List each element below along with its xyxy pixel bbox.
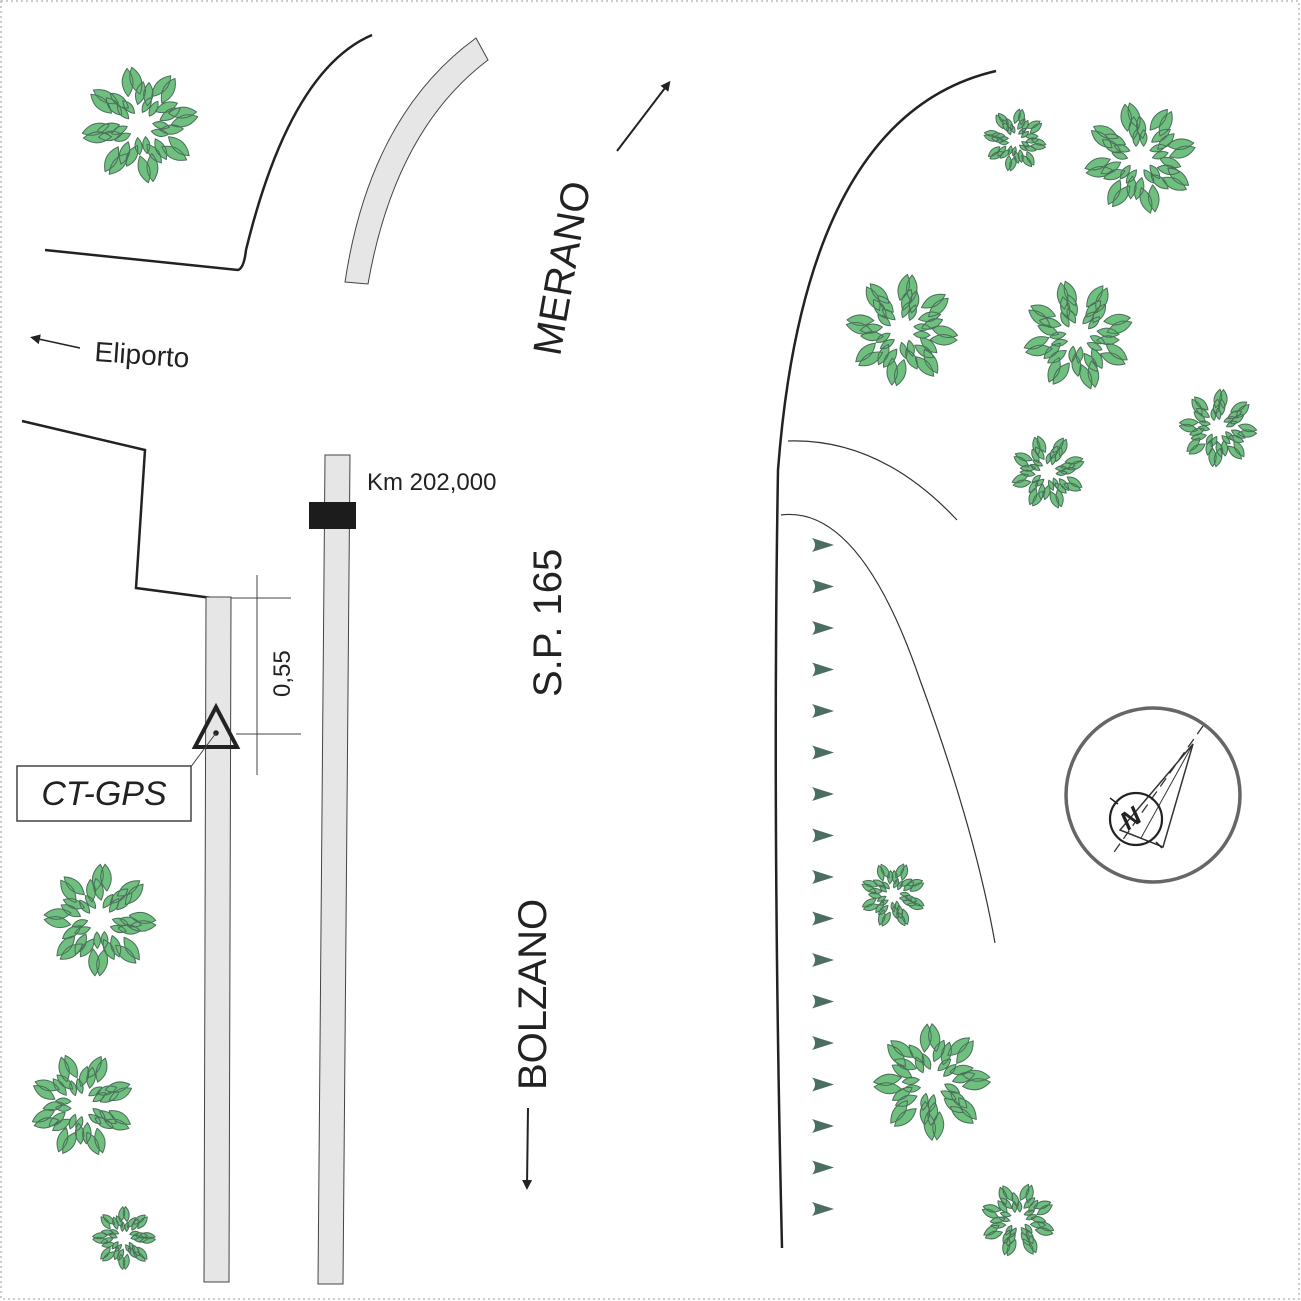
arrow-icon-eliporto	[30, 334, 81, 349]
tree-icon	[845, 273, 959, 387]
embankment-edge	[780, 513, 996, 944]
label-bolzano: BOLZANO	[511, 899, 555, 1090]
tree-icon	[1023, 280, 1133, 390]
vegetation-mark	[812, 704, 834, 718]
curb-right	[317, 454, 351, 1285]
vegetation-marks	[812, 538, 834, 1216]
tree-icon	[1011, 435, 1085, 509]
label-km: Km 202,000	[367, 469, 496, 496]
dimension-lines	[231, 575, 301, 775]
arrow-icon-bolzano	[522, 1107, 533, 1190]
vegetation-mark	[812, 745, 834, 760]
vegetation-mark	[812, 621, 834, 635]
vegetation-mark	[812, 1160, 834, 1175]
label-eliporto: Eliporto	[94, 336, 191, 374]
tree-icon	[31, 1054, 133, 1156]
km-marker-post	[309, 502, 356, 529]
arrow-icon-merano	[616, 80, 671, 152]
building-outline-top-left	[44, 33, 373, 272]
label-distance: 0,55	[269, 650, 296, 697]
label-road-name: S.P. 165	[526, 549, 570, 697]
trees	[31, 66, 1258, 1270]
vegetation-mark	[812, 953, 834, 967]
vegetation-mark	[812, 787, 834, 801]
vegetation-mark	[812, 828, 834, 843]
label-merano: MERANO	[526, 178, 600, 359]
vegetation-mark	[812, 1119, 834, 1133]
tree-icon	[92, 1206, 156, 1270]
vegetation-mark	[812, 994, 834, 1009]
vegetation-mark	[812, 911, 834, 926]
building-outline-left	[21, 419, 213, 600]
vegetation-mark	[812, 538, 834, 552]
vegetation-mark	[812, 579, 834, 594]
tree-icon	[861, 863, 925, 927]
tree-icon	[81, 66, 199, 184]
label-point: CT-GPS	[41, 775, 167, 813]
tree-icon	[873, 1023, 991, 1141]
curb-curved-top	[344, 37, 489, 285]
tree-icon	[43, 863, 157, 977]
vegetation-mark	[812, 662, 834, 677]
vegetation-mark	[812, 1036, 834, 1050]
tree-icon	[1084, 102, 1196, 214]
point-label-box	[16, 765, 192, 822]
side-road-edge	[787, 440, 958, 521]
vegetation-mark	[812, 1077, 834, 1092]
curb-left	[203, 596, 232, 1283]
tree-icon	[983, 108, 1047, 172]
north-arrow-icon	[1064, 706, 1242, 884]
tree-icon	[1178, 388, 1258, 468]
vegetation-mark	[812, 1202, 834, 1216]
vegetation-mark	[812, 870, 834, 884]
tree-icon	[981, 1183, 1055, 1257]
triangle-survey-marker-icon	[189, 702, 241, 769]
road-edge-right	[774, 69, 997, 1249]
